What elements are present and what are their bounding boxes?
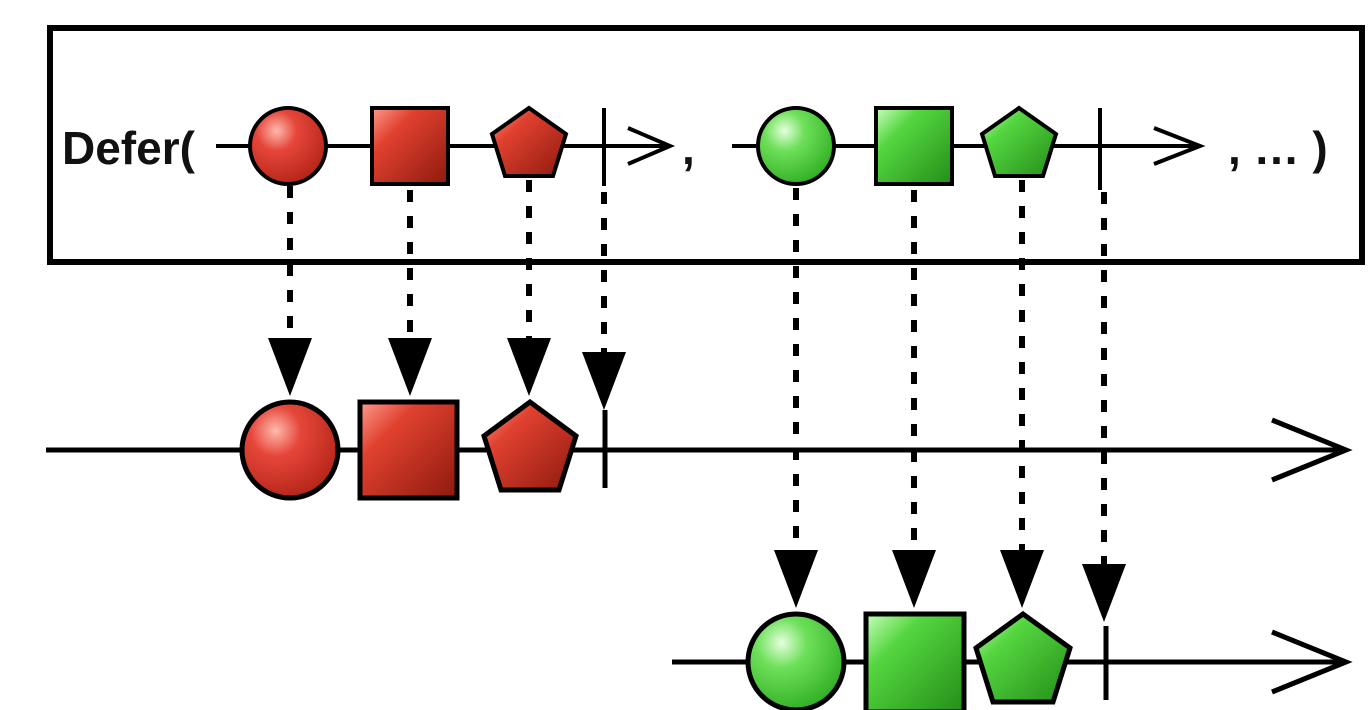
- red-circle-marble: [248, 106, 328, 186]
- green-arrowheads: [774, 550, 1126, 622]
- output-green-timeline: [672, 610, 1353, 710]
- red-arrowheads: [268, 338, 626, 410]
- output-red-pentagon: [481, 398, 579, 493]
- output-red-square: [357, 399, 460, 501]
- red-pentagon-marble: [489, 105, 569, 178]
- output-red-timeline: [46, 398, 1353, 501]
- output-red-circle: [239, 399, 341, 501]
- green-pentagon-marble: [979, 105, 1059, 178]
- output-green-pentagon: [973, 610, 1073, 705]
- output-green-circle: [745, 611, 847, 710]
- defer-label: Defer(: [62, 122, 196, 174]
- ellipsis-label: , … ): [1228, 122, 1328, 174]
- output-green-square: [863, 611, 967, 710]
- red-square-marble: [370, 106, 450, 186]
- red-emission-arrows: [287, 180, 607, 352]
- source-red-timeline: [216, 105, 676, 186]
- green-circle-marble: [756, 106, 836, 186]
- green-emission-arrows: [793, 180, 1107, 564]
- green-square-marble: [874, 106, 954, 186]
- source-green-timeline: [732, 105, 1206, 190]
- comma-separator: ,: [682, 122, 695, 174]
